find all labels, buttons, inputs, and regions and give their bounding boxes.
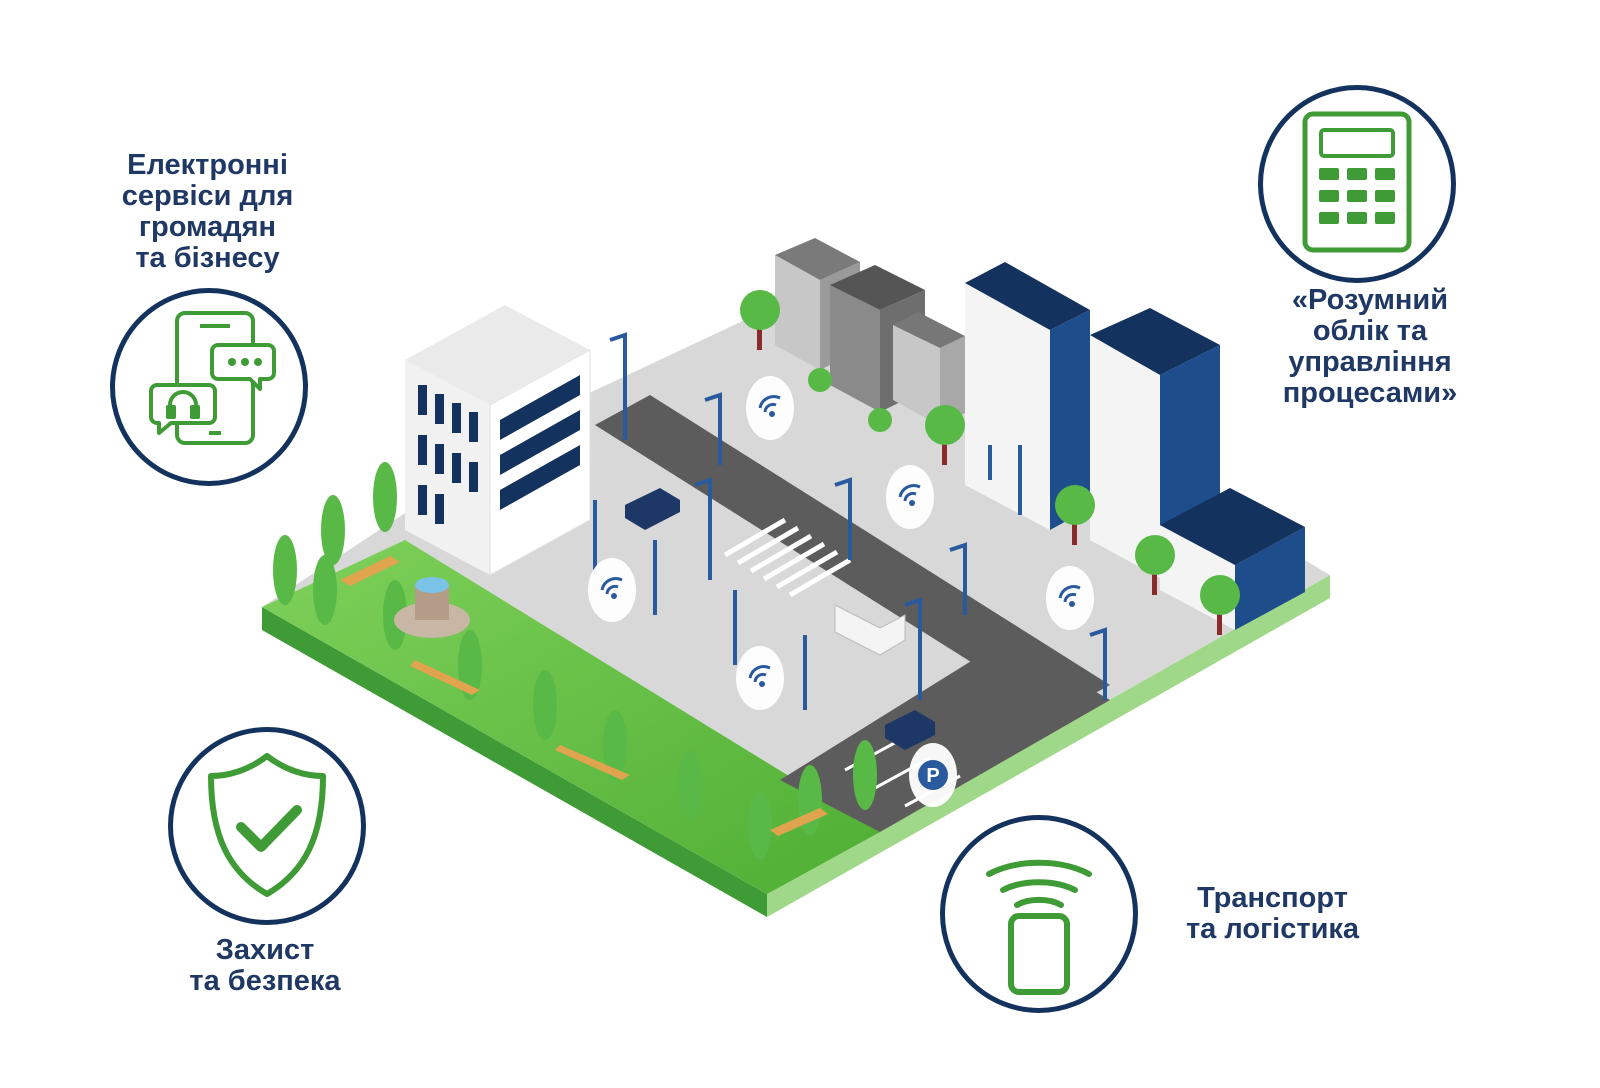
- eservices-line-4: та бізнесу: [135, 242, 280, 274]
- parking-badge: P: [909, 743, 957, 807]
- accounting-label: «Розумний облік та управління процесами»: [1255, 285, 1485, 409]
- eservices-label: Електронні сервіси для громадян та бізне…: [95, 150, 320, 274]
- buildings-grey: [775, 238, 965, 426]
- shield-check-icon: [208, 753, 326, 897]
- street-trees: [740, 290, 1240, 635]
- wifi-badges: [588, 376, 1094, 710]
- wireless-phone-icon: [986, 859, 1092, 995]
- fountain: [394, 577, 470, 638]
- transport-label: Транспорт та логістика: [1150, 883, 1395, 945]
- eservices-line-2: сервіси для: [121, 180, 294, 212]
- accounting-line-3: управління: [1288, 346, 1452, 378]
- accounting-circle: [1258, 85, 1456, 283]
- building-left: [405, 305, 591, 576]
- parking-sign-label: P: [926, 765, 939, 787]
- park-benches: [340, 556, 828, 836]
- transport-line-1: Транспорт: [1197, 882, 1348, 914]
- eservices-circle: [110, 288, 308, 486]
- security-line-2: та безпека: [189, 965, 341, 997]
- accounting-line-1: «Розумний: [1291, 284, 1449, 316]
- accounting-line-2: облік та: [1312, 315, 1428, 347]
- transport-line-2: та логістика: [1185, 913, 1360, 945]
- vehicles: [625, 488, 935, 750]
- eservices-line-1: Електронні: [127, 149, 288, 181]
- transport-circle: [940, 815, 1138, 1013]
- accounting-line-4: процесами»: [1282, 377, 1458, 409]
- park-trees: [273, 462, 877, 860]
- phone-chat-icon: [149, 311, 276, 445]
- security-circle: [168, 727, 366, 925]
- street-lamps: [593, 332, 1107, 710]
- eservices-line-3: громадян: [138, 211, 277, 243]
- security-label: Захист та безпека: [155, 935, 375, 997]
- calculator-icon: [1302, 111, 1412, 253]
- security-line-1: Захист: [215, 934, 315, 966]
